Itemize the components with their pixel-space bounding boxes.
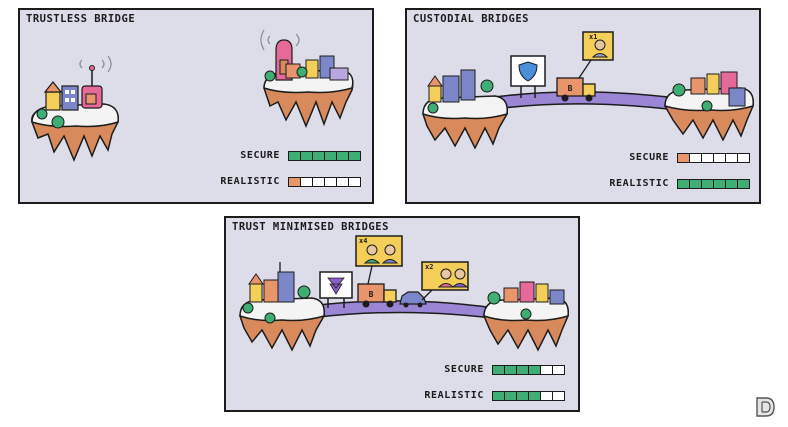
meter-segment — [726, 154, 738, 162]
meter-label: REALISTIC — [218, 176, 280, 187]
panel-title: CUSTODIAL BRIDGES — [413, 13, 529, 25]
meter-segment — [678, 180, 690, 188]
meter-segment — [726, 180, 738, 188]
meter-segment — [493, 366, 505, 374]
right-island — [665, 72, 753, 140]
custodial-bridge-illustration: B x1 — [407, 10, 759, 202]
meter-segment — [517, 366, 529, 374]
meter-segment — [517, 392, 529, 400]
panel-title: TRUST MINIMISED BRIDGES — [232, 221, 389, 233]
trust-minimised-bridge-illustration: B x4 x2 — [226, 218, 578, 410]
custodial-bridges-panel: B x1 CUSTODIAL BRIDGES SECURE REALISTIC — [405, 8, 761, 204]
truck-label: B — [369, 290, 374, 299]
meter-bar — [492, 391, 565, 401]
meter-segment — [553, 366, 564, 374]
meter-segment — [493, 392, 505, 400]
meter-segment — [690, 180, 702, 188]
meter-segment — [289, 152, 301, 160]
right-island — [261, 30, 353, 126]
meter-segment — [301, 152, 313, 160]
validators-sign-x2: x2 — [422, 262, 468, 300]
meter-segment — [690, 154, 702, 162]
meter-segment — [553, 392, 564, 400]
meter-segment — [301, 178, 313, 186]
meter-segment — [505, 366, 517, 374]
meter-segment — [702, 180, 714, 188]
meter-segment — [505, 392, 517, 400]
logo-icon — [754, 395, 776, 419]
validator-count: x2 — [425, 263, 433, 271]
meter-bar — [492, 365, 565, 375]
realistic-meter: REALISTIC — [607, 178, 750, 189]
meter-segment — [337, 152, 349, 160]
trust-minimised-bridges-panel: B x4 x2 TRUST MINIMISED BRIDGES SECURE R… — [224, 216, 580, 412]
meter-segment — [337, 178, 349, 186]
meter-segment — [541, 392, 553, 400]
meter-segment — [678, 154, 690, 162]
meter-bar — [288, 151, 361, 161]
meter-segment — [349, 152, 360, 160]
validator-count: x4 — [359, 237, 367, 245]
meter-segment — [529, 366, 541, 374]
realistic-meter: REALISTIC — [218, 176, 361, 187]
trustless-bridge-panel: TRUSTLESS BRIDGE SECURE REALISTIC — [18, 8, 374, 204]
secure-meter: SECURE — [422, 364, 565, 375]
secure-meter: SECURE — [607, 152, 750, 163]
meter-segment — [541, 366, 553, 374]
trustless-bridge-illustration — [20, 10, 372, 202]
meter-label: SECURE — [218, 150, 280, 161]
meter-segment — [714, 154, 726, 162]
shield-billboard — [511, 56, 545, 98]
meter-segment — [313, 152, 325, 160]
meter-segment — [325, 152, 337, 160]
meter-label: REALISTIC — [422, 390, 484, 401]
meter-segment — [325, 178, 337, 186]
meter-segment — [702, 154, 714, 162]
meter-segment — [313, 178, 325, 186]
left-island — [423, 70, 507, 148]
custodian-sign: x1 — [579, 32, 613, 78]
meter-label: REALISTIC — [607, 178, 669, 189]
meter-label: SECURE — [607, 152, 669, 163]
meter-segment — [738, 154, 749, 162]
left-island — [240, 262, 324, 350]
secure-meter: SECURE — [218, 150, 361, 161]
meter-bar — [677, 179, 750, 189]
meter-label: SECURE — [422, 364, 484, 375]
right-island — [484, 282, 568, 350]
realistic-meter: REALISTIC — [422, 390, 565, 401]
validators-sign-x4: x4 — [356, 236, 402, 284]
custodian-count: x1 — [589, 33, 597, 41]
meter-bar — [677, 153, 750, 163]
left-island — [32, 56, 118, 160]
meter-segment — [529, 392, 541, 400]
meter-segment — [289, 178, 301, 186]
truck-label: B — [568, 84, 573, 93]
meter-segment — [738, 180, 749, 188]
meter-bar — [288, 177, 361, 187]
meter-segment — [714, 180, 726, 188]
panel-title: TRUSTLESS BRIDGE — [26, 13, 135, 25]
meter-segment — [349, 178, 360, 186]
